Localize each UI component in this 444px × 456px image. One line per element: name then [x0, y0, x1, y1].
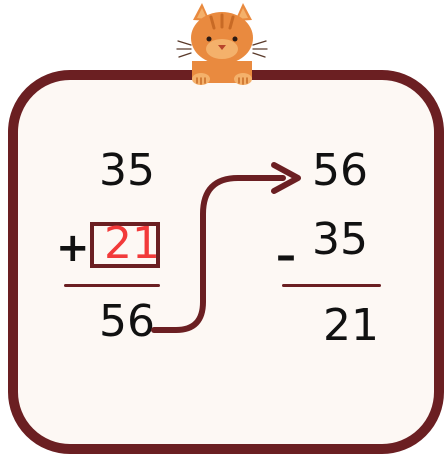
minus-operator: – — [276, 233, 296, 279]
left-divider-line — [64, 284, 160, 287]
left-answer-number: 21 — [104, 218, 160, 269]
right-result-number: 21 — [323, 300, 379, 351]
right-divider-line — [282, 284, 381, 287]
left-result-number: 56 — [99, 296, 155, 347]
plus-operator: + — [56, 225, 90, 271]
answer-box — [90, 222, 160, 268]
left-top-number: 35 — [99, 145, 155, 196]
right-top-number: 56 — [312, 145, 368, 196]
right-middle-number: 35 — [312, 214, 368, 265]
